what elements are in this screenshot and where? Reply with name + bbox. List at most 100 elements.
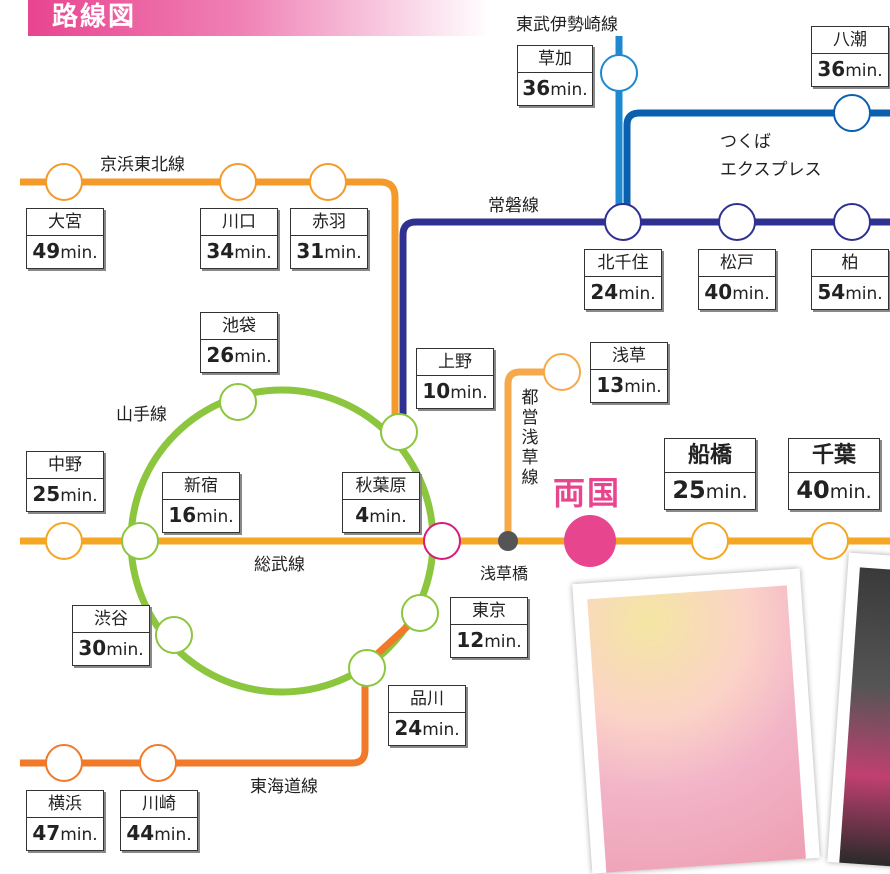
station-kitasenju: 北千住 24min.: [584, 249, 662, 310]
station-kitasenju-marker: [604, 203, 642, 241]
station-ueno: 上野 10min.: [416, 348, 494, 409]
station-kashiwa: 柏 54min.: [811, 249, 889, 310]
station-chiba-marker: [811, 522, 849, 560]
station-ikebukuro-marker: [219, 383, 257, 421]
station-shinjuku: 新宿 16min.: [162, 472, 240, 533]
station-kashiwa-marker: [833, 203, 871, 241]
station-soka: 草加 36min.: [517, 45, 593, 106]
tokaido-line: [20, 612, 423, 767]
tsukuba-express-line: [623, 109, 890, 210]
time-unit: min.: [624, 377, 662, 397]
station-shinagawa-marker: [348, 649, 386, 687]
station-kawasaki-marker: [139, 744, 177, 782]
station-name: 川崎: [121, 791, 197, 818]
station-name: 横浜: [27, 791, 103, 818]
station-yokohama: 横浜 47min.: [26, 790, 104, 851]
station-yashio: 八潮 36min.: [811, 26, 889, 87]
travel-time: 54: [817, 280, 846, 304]
station-tokyo-marker: [401, 594, 439, 632]
travel-time: 49: [32, 239, 61, 263]
route-map: [20, 36, 890, 782]
time-unit: min.: [450, 383, 488, 403]
time-unit: min.: [550, 80, 588, 100]
station-name: 池袋: [201, 313, 277, 340]
travel-time: 47: [32, 821, 61, 845]
station-shinagawa: 品川 24min.: [388, 685, 466, 746]
station-kawaguchi: 川口 34min.: [200, 208, 278, 269]
time-unit: min.: [369, 507, 407, 527]
station-shibuya: 渋谷 30min.: [72, 605, 150, 666]
station-name: 大宮: [27, 209, 103, 236]
station-name: 北千住: [585, 250, 661, 277]
station-name: 新宿: [163, 473, 239, 500]
travel-time: 36: [522, 76, 551, 100]
station-omiya-marker: [45, 163, 83, 201]
station-name: 東京: [451, 598, 527, 625]
travel-time: 24: [394, 716, 423, 740]
destination-ryogoku-label: 両国: [553, 474, 622, 512]
station-akihabara: 秋葉原 4min.: [342, 472, 420, 533]
tsukuba-express-line-label: つくば エクスプレス: [720, 132, 822, 180]
yamanote-line-label: 山手線: [116, 405, 167, 425]
station-akabane-marker: [309, 163, 347, 201]
travel-time: 16: [168, 503, 197, 527]
time-unit: min.: [60, 486, 98, 506]
station-name: 品川: [389, 686, 465, 713]
time-unit: min.: [234, 347, 272, 367]
station-asakusabashi-marker: [498, 531, 518, 551]
travel-time: 4: [355, 503, 370, 527]
station-name: 上野: [417, 349, 493, 376]
station-kawasaki: 川崎 44min.: [120, 790, 198, 851]
travel-time: 34: [206, 239, 235, 263]
destination-ryogoku-marker: [564, 515, 616, 567]
station-funabashi: 船橋 25min.: [664, 438, 756, 510]
travel-time: 31: [296, 239, 325, 263]
travel-time: 36: [817, 57, 846, 81]
keihin-tohoku-line: [20, 178, 399, 430]
station-yokohama-marker: [45, 744, 83, 782]
joban-line-label: 常磐線: [488, 196, 539, 216]
station-name: 浅草: [591, 343, 667, 370]
station-yashio-marker: [833, 94, 871, 132]
time-unit: min.: [845, 284, 883, 304]
time-unit: min.: [196, 507, 234, 527]
sobu-line-label: 総武線: [254, 555, 305, 575]
toei-asakusa-line-label: 都営浅草線: [521, 388, 539, 488]
station-akihabara-marker: [423, 522, 461, 560]
illustration-photo: [572, 568, 820, 874]
travel-time: 26: [206, 343, 235, 367]
page-title: 路線図: [52, 2, 137, 32]
joban-line: [399, 218, 890, 430]
travel-time: 24: [590, 280, 619, 304]
time-unit: min.: [324, 243, 362, 263]
station-name: 赤羽: [291, 209, 367, 236]
travel-time: 40: [704, 280, 733, 304]
time-unit: min.: [829, 481, 872, 503]
station-shinjuku-marker: [121, 522, 159, 560]
station-shibuya-marker: [155, 616, 193, 654]
station-funabashi-marker: [691, 522, 729, 560]
station-ikebukuro: 池袋 26min.: [200, 312, 278, 373]
station-name: 船橋: [665, 439, 755, 473]
station-chiba: 千葉 40min.: [788, 438, 880, 510]
travel-time: 30: [78, 636, 107, 660]
station-name: 草加: [518, 46, 592, 73]
station-matsudo-marker: [718, 203, 756, 241]
station-name: 渋谷: [73, 606, 149, 633]
tobu-isesaki-line-label: 東武伊勢崎線: [516, 15, 618, 35]
station-soka-marker: [600, 54, 638, 92]
time-unit: min.: [484, 632, 522, 652]
time-unit: min.: [845, 61, 883, 81]
station-name: 柏: [812, 250, 888, 277]
travel-time: 12: [456, 628, 485, 652]
time-unit: min.: [422, 720, 460, 740]
station-matsudo: 松戸 40min.: [698, 249, 776, 310]
time-unit: min.: [60, 243, 98, 263]
station-name: 秋葉原: [343, 473, 419, 500]
travel-time: 44: [126, 821, 155, 845]
time-unit: min.: [234, 243, 272, 263]
station-name: 松戸: [699, 250, 775, 277]
asakusabashi-label: 浅草橋: [480, 564, 529, 583]
keihin-tohoku-line-label: 京浜東北線: [100, 155, 185, 175]
time-unit: min.: [60, 825, 98, 845]
